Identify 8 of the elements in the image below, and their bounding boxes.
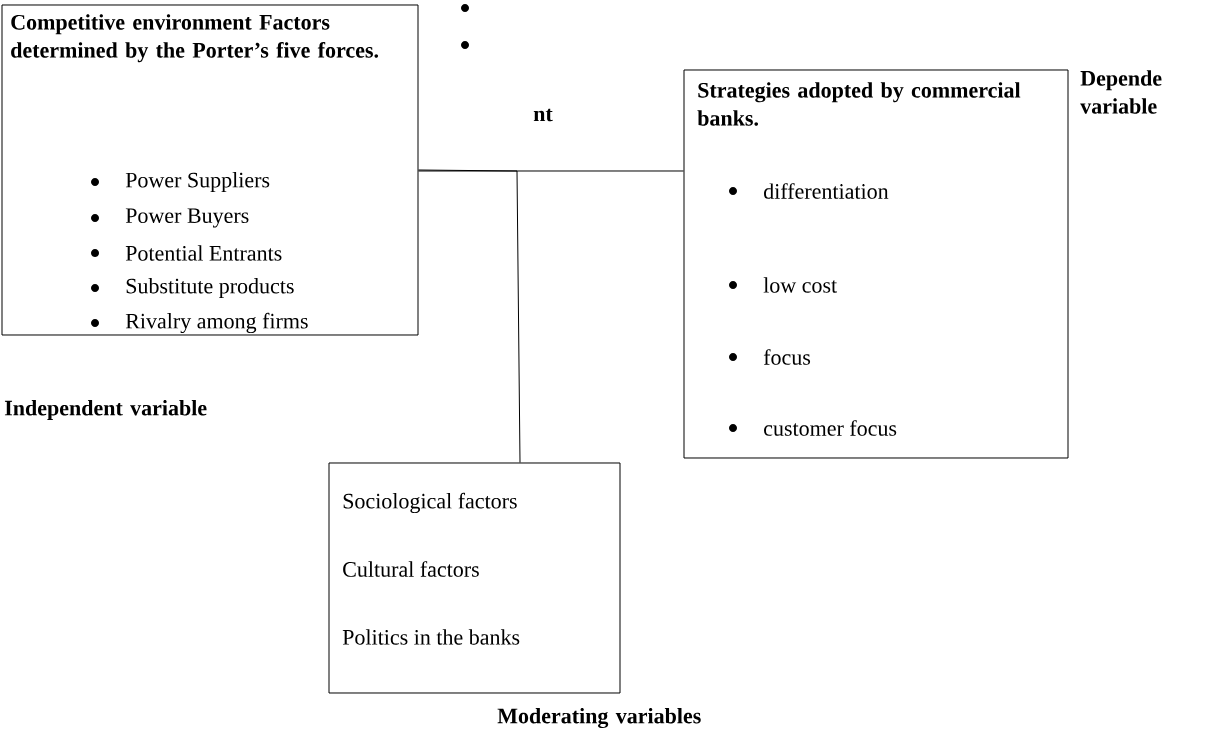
connector-line xyxy=(418,169,521,463)
connector-line xyxy=(418,170,684,172)
variable-label: nt xyxy=(533,108,553,122)
text-box: Strategies adopted by commercial banks. differentiation low cost focus customer focus xyxy=(683,69,1069,459)
variable-label: Independent variable xyxy=(4,400,207,420)
variable-label: Moderating variables xyxy=(497,707,701,729)
text-box: Competitive environment Factors determined by the Porter’s five forces. Power Suppliers Power Buyers Potential Entrants Substitute products Rivalry among firms xyxy=(1,4,419,336)
text-box: Sociological factors Cultural factors Politics in the banks xyxy=(328,462,621,694)
